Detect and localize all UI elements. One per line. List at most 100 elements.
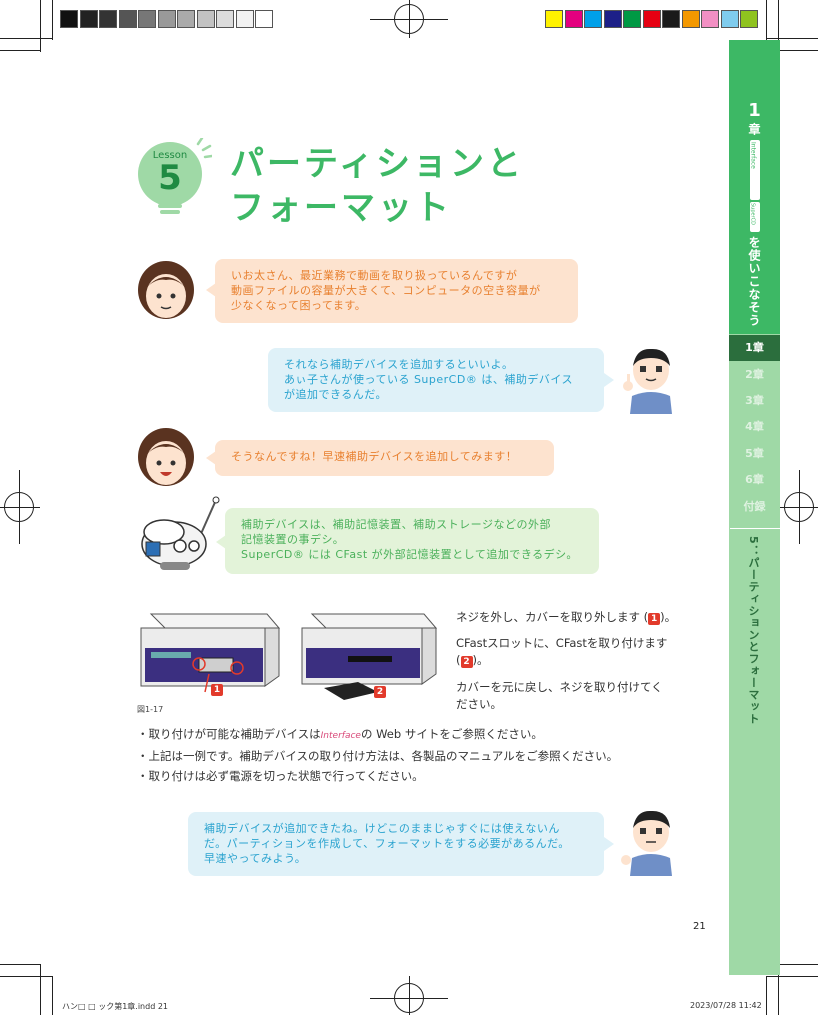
bubble-tail [206,283,216,297]
bubble-line: だ。パーティションを作成して、フォーマットをする必要があるんだ。 [204,837,570,850]
side-item-chapter-4[interactable]: 4章 [745,420,764,433]
note-1: ・取り付けが可能な補助デバイスはInterfaceの Web サイトをご参照くだ… [137,726,618,745]
lesson-bulb-icon: Lesson 5 [136,136,214,220]
side-chapter-label: 章 [747,123,761,136]
color-swatch [740,10,758,28]
page-title-line2: フォーマット [230,188,452,228]
note-2: ・上記は一例です。補助デバイスの取り付け方法は、各製品のマニュアルをご参照くださ… [137,749,619,763]
side-item-appendix[interactable]: 付録 [743,500,766,513]
device-illustration-cover-removed: 1 [137,606,282,696]
man-avatar-thinking [620,808,682,876]
lesson-number: 5 [158,158,182,198]
bubble-tail [206,451,216,465]
step-2-line1: CFastスロットに、CFastを取り付けます [456,636,668,650]
device-illustration-cfast-insert: 2 [298,606,438,700]
step-2-end: )。 [472,653,489,667]
side-lesson-title: 5：パーティションとフォーマット [747,536,760,725]
color-swatch [681,10,700,28]
side-item-chapter-3[interactable]: 3章 [745,394,764,407]
bubble-line: それなら補助デバイスを追加するといいよ。 [284,358,514,371]
speech-bubble-man-1: それなら補助デバイスを追加するといいよ。 あぃ子さんが使っている SuperCD… [268,348,604,412]
bubble-line: が追加できるんだ。 [284,388,387,401]
color-swatch [701,10,719,28]
side-item-chapter-2[interactable]: 2章 [745,368,764,381]
bubble-line: 補助デバイスは、補助記憶装置、補助ストレージなどの外部 [241,518,551,531]
gray-swatch [79,10,98,28]
figure-badge-1: 1 [211,684,223,696]
step-1-badge: 1 [648,613,661,625]
color-swatch [603,10,622,28]
bubble-line: そうなんですね！早速補助デバイスを追加してみます！ [231,450,518,463]
color-swatch [623,10,641,28]
bubble-tail [604,373,614,387]
color-swatch [545,10,563,28]
bubble-tail [216,535,226,549]
step-1: ネジを外し、カバーを取り外します (1)。 [456,609,676,626]
side-item-chapter-1[interactable]: 1章 [729,335,780,361]
bubble-line: 動画ファイルの容量が大きくて、コンピュータの空き容量が [231,284,541,297]
step-3-line2: ださい。 [456,697,502,711]
color-swatch [662,10,680,28]
lesson-label: Lesson [152,150,188,161]
bubble-tail [604,837,614,851]
side-supercd-logo: SuperCD [749,202,760,232]
gray-swatch [157,10,176,28]
gray-swatch [118,10,137,28]
note-3: ・取り付けは必ず電源を切った状態で行ってください。 [137,769,424,783]
step-3: カバーを元に戻し、ネジを取り付けてく ださい。 [456,679,663,713]
step-2-open: ( [456,653,461,667]
step-1-text: ネジを外し、カバーを取り外します ( [456,610,649,624]
robot-avatar [136,496,226,574]
side-item-chapter-6[interactable]: 6章 [745,473,764,486]
side-item-chapter-5[interactable]: 5章 [745,447,764,460]
note-1-post: の Web サイトをご参照ください。 [360,727,543,741]
color-swatch [642,10,661,28]
color-swatch [564,10,583,28]
bubble-line: 早速やってみよう。 [204,852,307,865]
bubble-line: あぃ子さんが使っている SuperCD® は、補助デバイス [284,373,573,386]
step-1-end: )。 [660,610,677,624]
figure-badge-2: 2 [374,686,386,698]
gray-swatch [255,10,273,28]
speech-bubble-girl-2: そうなんですね！早速補助デバイスを追加してみます！ [215,440,554,476]
side-chapter-title: を使いこなそう [747,236,761,327]
speech-bubble-robot: 補助デバイスは、補助記憶装置、補助ストレージなどの外部 記憶装置の事デシ。 Su… [225,508,599,574]
color-swatch [584,10,602,28]
step-3-line1: カバーを元に戻し、ネジを取り付けてく [456,680,663,694]
gray-swatch [235,10,254,28]
bubble-line: SuperCD® には CFast が外部記憶装置として追加できるデシ。 [241,548,578,561]
girl-avatar-happy [136,427,196,489]
gray-swatch [138,10,156,28]
side-logo-text: Interface [749,142,757,169]
man-avatar [620,346,682,414]
footer-filename: ハン□ □ ック第1章.indd 21 [62,1002,169,1011]
note-1-pre: ・取り付けが可能な補助デバイスは [137,727,321,741]
side-chapter-heading: 1 章 Interface SuperCD を使いこなそう [729,100,780,327]
interface-logo: Interface [320,731,361,741]
side-logo2-text: SuperCD [749,203,756,225]
page-title-line1: パーティションと [230,144,524,184]
page-number: 21 [693,921,706,932]
side-chapter-number: 1 [748,100,761,121]
gray-swatch [177,10,195,28]
color-swatch [720,10,739,28]
step-2-line2: (2)。 [456,652,667,669]
speech-bubble-man-2: 補助デバイスが追加できたね。けどこのままじゃすぐには使えないん だ。パーティショ… [188,812,604,876]
bubble-line: 少なくなって困ってます。 [231,299,367,312]
step-2: CFastスロットに、CFastを取り付けます (2)。 [456,635,667,669]
gray-swatch [216,10,234,28]
footer-timestamp: 2023/07/28 11:42 [690,1001,762,1010]
side-divider [730,528,780,529]
step-2-badge: 2 [460,656,473,668]
bubble-line: 記憶装置の事デシ。 [241,533,345,546]
bubble-line: 補助デバイスが追加できたね。けどこのままじゃすぐには使えないん [204,822,560,835]
girl-avatar [136,260,196,322]
notes-list: ・取り付けが可能な補助デバイスはInterfaceの Web サイトをご参照くだ… [137,726,618,785]
gray-swatch [99,10,117,28]
side-interface-logo: Interface [749,140,760,200]
bubble-line: いお太さん、最近業務で動画を取り扱っているんですが [231,269,518,282]
speech-bubble-girl-1: いお太さん、最近業務で動画を取り扱っているんですが 動画ファイルの容量が大きくて… [215,259,578,323]
gray-swatch [196,10,215,28]
figure-caption: 図1-17 [137,705,164,714]
gray-swatch [60,10,78,28]
